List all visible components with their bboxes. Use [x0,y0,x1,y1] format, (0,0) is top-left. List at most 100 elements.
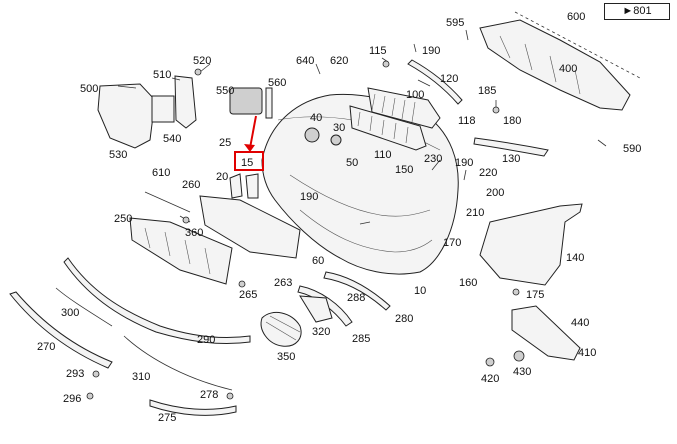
light-strip-shape [473,137,549,157]
label-part-610: 610 [152,167,170,179]
control-box-shape [151,95,175,123]
label-part-420: 420 [481,373,499,385]
sensor-shape [330,134,342,146]
fastener-520-shape [194,68,202,76]
grille-slats [357,93,416,144]
label-part-20: 20 [216,171,228,183]
label-part-60: 60 [312,255,324,267]
label-part-300: 300 [61,307,79,319]
carrier-shape [479,19,631,111]
mount-bracket-shape [299,295,333,323]
label-part-220: 220 [479,167,497,179]
label-part-180: 180 [503,115,521,127]
label-part-270: 270 [37,341,55,353]
label-part-285: 285 [352,333,370,345]
label-part-530: 530 [109,149,127,161]
fastener-296-shape [86,392,94,400]
label-part-350: 350 [277,351,295,363]
label-part-280: 280 [395,313,413,325]
label-part-550: 550 [216,85,234,97]
lower-panel-shape [199,195,301,259]
bumper-grille-opening [289,174,431,217]
fasteners [86,60,525,400]
label-part-290: 290 [197,334,215,346]
strip-290-shape [63,257,251,344]
label-part-360: 360 [185,227,203,239]
label-part-560: 560 [268,77,286,89]
label-part-170: 170 [443,237,461,249]
strip-310-shape [123,335,233,391]
label-part-30: 30 [333,122,345,134]
fastener-185-shape [492,106,500,114]
fastener-293-shape [92,370,100,378]
strip-275-shape [149,399,237,416]
label-part-590: 590 [623,143,641,155]
strip-280-shape [323,271,391,311]
fastener-175-shape [512,288,520,296]
bumper-lower-opening [299,209,433,253]
label-part-265: 265 [239,289,257,301]
label-part-250: 250 [114,213,132,225]
part-labels: 600 595 190 115 400 120 640 620 520 510 … [37,11,641,424]
strip-285-shape [297,285,353,327]
label-part-288: 288 [347,292,365,304]
label-part-10: 10 [414,285,426,297]
label-part-130: 130 [502,153,520,165]
fastener-430-shape [513,350,525,362]
reference-arrow-icon: ► [622,5,634,17]
label-part-190b: 190 [455,157,473,169]
label-part-115: 115 [369,45,387,57]
fastener-278-shape [226,392,234,400]
label-part-275: 275 [158,412,176,424]
left-carrier-shape [97,83,156,149]
label-part-440: 440 [571,317,589,329]
lower-bracket-shape [511,305,581,361]
label-part-120: 120 [440,73,458,85]
highlight-arrow-line [249,115,257,149]
radar-cover-shape [265,87,273,119]
reference-box: ►801 [604,3,670,20]
label-part-600: 600 [567,11,585,23]
strip-270-shape [9,291,113,369]
label-part-595: 595 [446,17,464,29]
label-part-150: 150 [395,164,413,176]
grille-bar-shape [144,191,191,213]
highlight-arrow-head [244,144,255,152]
label-part-620: 620 [330,55,348,67]
lower-grille-slats [144,227,211,275]
label-part-160: 160 [459,277,477,289]
side-grille-shape [260,311,302,347]
label-part-540: 540 [163,133,181,145]
label-part-110: 110 [374,149,392,161]
label-part-278: 278 [200,389,218,401]
fastener-115-shape [382,60,390,68]
lower-grille-shape [129,217,233,285]
label-part-210: 210 [466,207,484,219]
label-part-293: 293 [66,368,84,380]
label-part-185: 185 [478,85,496,97]
fastener-360-shape [182,216,190,224]
bracket-shape [174,75,197,129]
label-part-140: 140 [566,252,584,264]
label-part-100: 100 [406,89,424,101]
label-part-40: 40 [310,112,322,124]
label-part-640: 640 [296,55,314,67]
part-shapes [9,11,641,416]
label-part-263: 263 [274,277,292,289]
label-part-190c: 190 [300,191,318,203]
label-part-118: 118 [458,115,476,127]
carrier-ribs [499,35,581,95]
label-part-260: 260 [182,179,200,191]
label-part-410: 410 [578,347,596,359]
label-part-230: 230 [424,153,442,165]
label-part-50: 50 [346,157,358,169]
fastener-420-shape [485,357,495,367]
radar-unit-shape [229,87,263,115]
fastener-265-shape [238,280,246,288]
strip-300-shape [55,287,113,327]
label-part-296: 296 [63,393,81,405]
flap-left-shape [229,173,243,199]
label-part-520: 520 [193,55,211,67]
label-part-510: 510 [153,69,171,81]
